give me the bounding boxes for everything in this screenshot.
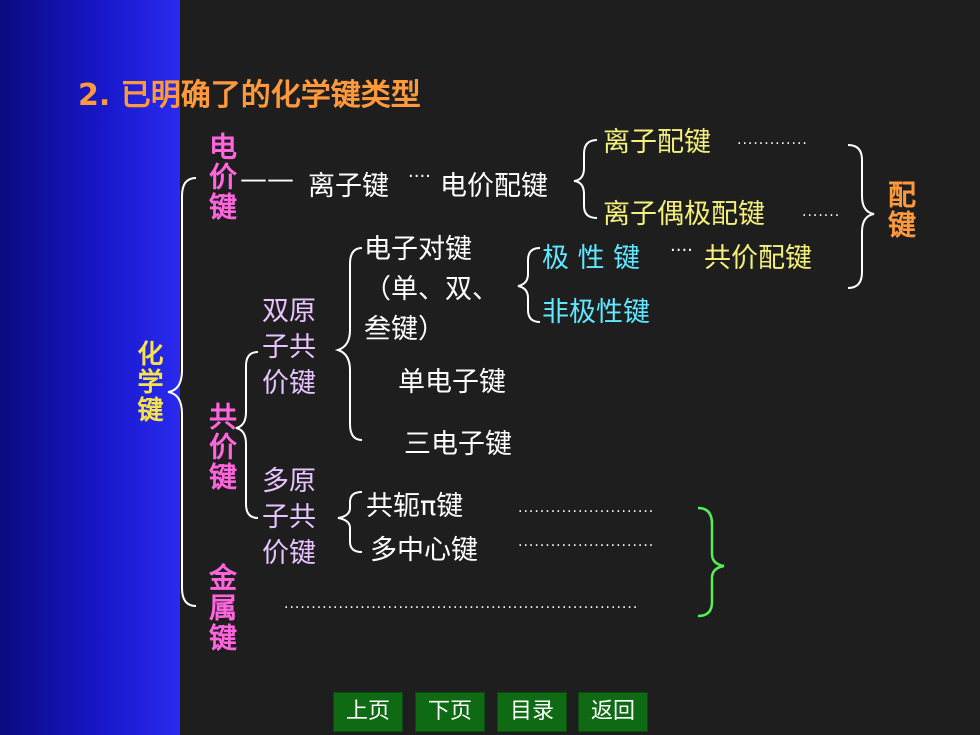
polyatomic-brace — [337, 491, 363, 553]
ion-dipole-leader: ······· — [802, 208, 841, 224]
polar-dots: ···· — [670, 240, 693, 261]
metallic-leader: ········································… — [284, 600, 639, 616]
three-electron-bond: 三电子键 — [404, 429, 512, 460]
nonpolar-bond: 非极性键 — [542, 297, 650, 328]
ionic-bond-label: 离子键 — [308, 171, 389, 202]
polar-brace — [517, 247, 541, 323]
ionic-dots: ···· — [408, 166, 431, 187]
ion-coord-leader: ············· — [737, 136, 808, 152]
polyatomic-covalent-label: 多原 子共 价键 — [262, 466, 316, 569]
toc-button[interactable]: 目录 — [497, 692, 567, 732]
root-chemical-bond: 化学键 — [133, 340, 163, 424]
prev-page-button[interactable]: 上页 — [333, 692, 403, 732]
electron-pair-bond: 电子对键 （单、双、 叁键） — [364, 234, 499, 345]
diatomic-covalent-label: 双原 子共 价键 — [262, 296, 316, 399]
ionic-dash: —— — [240, 164, 294, 195]
ionic-coord-brace — [573, 139, 598, 219]
left-gradient-band — [0, 0, 180, 735]
conjugated-pi-bond: 共轭π键 — [366, 491, 464, 522]
multicenter-bond: 多中心键 — [370, 535, 478, 566]
diatomic-brace — [334, 247, 363, 441]
single-electron-bond: 单电子键 — [398, 367, 506, 398]
slide-title: 2. 已明确了的化学键类型 — [78, 78, 421, 113]
ionic-bond-category: 电价键 — [205, 132, 238, 222]
coord-right-brace — [847, 144, 875, 289]
ion-dipole-bond: 离子偶极配键 — [603, 199, 765, 230]
conjugated-leader: ························· — [518, 504, 655, 520]
metallic-bond-category: 金属键 — [205, 563, 238, 653]
back-button[interactable]: 返回 — [578, 692, 648, 732]
covalent-bond-category: 共价键 — [205, 402, 238, 492]
polar-bond: 极 性 键 — [542, 243, 641, 274]
ionic-coord-label: 电价配键 — [440, 171, 548, 202]
ion-coord-bond: 离子配键 — [603, 127, 711, 158]
green-brace — [697, 506, 725, 618]
covalent-coord-bond: 共价配键 — [704, 243, 812, 274]
next-page-button[interactable]: 下页 — [415, 692, 485, 732]
coord-bond-label: 配键 — [884, 180, 917, 240]
multicenter-leader: ························· — [518, 538, 655, 554]
